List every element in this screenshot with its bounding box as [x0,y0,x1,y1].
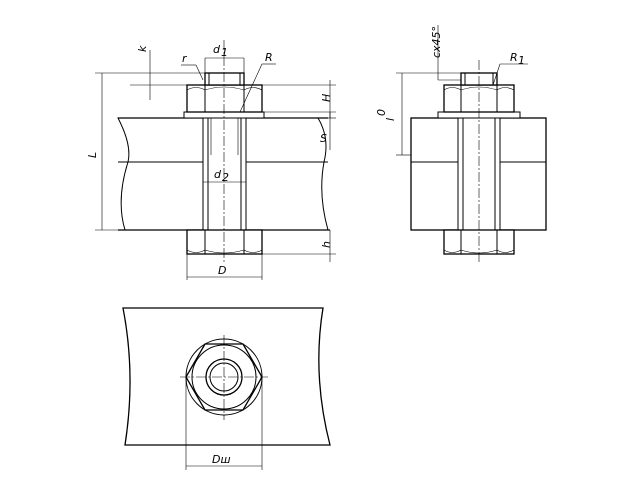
label-R1: R [510,51,518,64]
bolt-shank-left [202,117,247,231]
dimensions-left [95,50,336,280]
label-l0: l [384,118,397,121]
label-h: h [320,241,333,248]
label-dsh: Dш [212,453,231,466]
dimension-dsh [185,380,263,470]
label-cx45: cx45° [430,26,443,58]
label-L: L [86,152,99,158]
bolt-end-left [204,72,245,86]
plate-top-hatch-left [117,117,204,163]
plate-right-bottom-left [410,161,459,231]
label-d1: d [213,43,221,56]
label-R: R [265,51,273,64]
dimensions-right [396,25,528,156]
label-d2-sub: 2 [222,171,229,184]
right-section-view: cx45° R 1 l 0 [375,25,547,262]
plate-right-bottom-right [499,161,547,231]
plate-outline-plan [122,307,331,446]
plate-right-top-left [410,117,459,163]
label-S: S [320,132,327,145]
label-d1-sub: 1 [221,46,228,59]
bolt-head-left [186,229,263,255]
label-H: H [320,94,333,102]
label-k: k [136,45,149,52]
left-section-view: k r d 1 R H S L d 2 h D [86,40,336,280]
label-R1-sub: 1 [518,54,525,67]
label-d2: d [214,168,222,181]
plate-bottom-hatch-left [120,161,204,231]
label-l0-sub: 0 [375,109,388,116]
plate-top-hatch-right [245,117,327,163]
label-D: D [218,264,226,277]
plate-right-top-right [499,117,547,163]
plate-bottom-hatch-right [245,161,329,231]
label-r: r [182,52,188,65]
plan-view: Dш [122,307,331,470]
